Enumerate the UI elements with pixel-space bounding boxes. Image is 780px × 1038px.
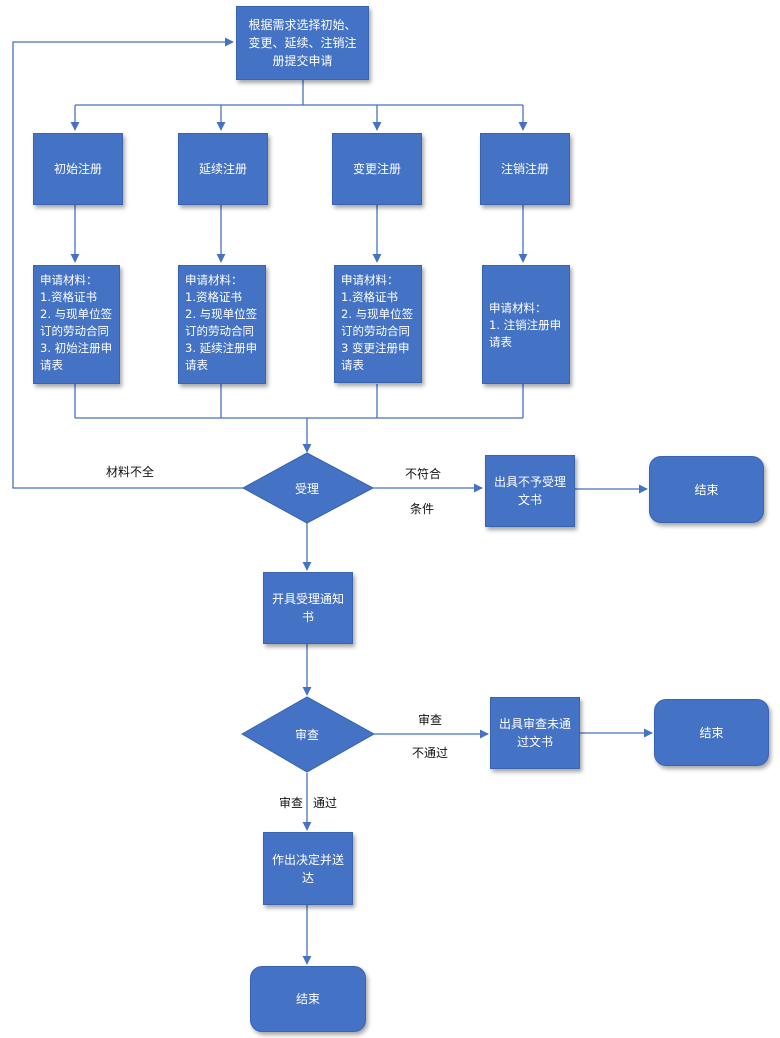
materials-line: 2. 与现单位签 [185, 307, 258, 321]
type-change-box: 变更注册 [332, 133, 422, 205]
materials-line: 1.资格证书 [341, 290, 398, 304]
materials-cancel-box: 申请材料： 1. 注销注册申 请表 [482, 265, 570, 384]
materials-line: 1.资格证书 [185, 290, 242, 304]
materials-initial-box: 申请材料： 1.资格证书 2. 与现单位签 订的劳动合同 3. 初始注册申 请表 [33, 265, 120, 384]
materials-renew-box: 申请材料： 1.资格证书 2. 与现单位签 订的劳动合同 3. 延续注册申 请表 [178, 265, 266, 384]
materials-line: 订的劳动合同 [185, 324, 254, 338]
review-diamond [240, 696, 376, 773]
end-box-3: 结束 [250, 966, 366, 1032]
end-box-2: 结束 [654, 699, 769, 766]
materials-line: 申请材料： [185, 273, 243, 287]
accept-diamond-label: 受理 [294, 481, 319, 496]
end-box-1: 结束 [649, 456, 764, 523]
accept-diamond [241, 452, 375, 524]
materials-line: 3. 初始注册申 [40, 341, 113, 355]
review-pass-label-1: 审查 [279, 796, 304, 810]
materials-line: 3. 延续注册申 [185, 341, 258, 355]
materials-line: 申请材料： [40, 273, 98, 287]
materials-line: 订的劳动合同 [341, 324, 410, 338]
decision-delivery-box: 作出决定并送 达 [263, 832, 353, 905]
materials-change-box: 申请材料： 1.资格证书 2. 与现单位签 订的劳动合同 3 变更注册申 请表 [334, 265, 422, 383]
materials-line: 订的劳动合同 [40, 324, 109, 338]
materials-line: 1. 注销注册申 [489, 318, 562, 332]
not-meet-label-1: 不符合 [405, 467, 442, 481]
materials-line: 2. 与现单位签 [341, 307, 414, 321]
review-pass-label-2: 通过 [313, 796, 338, 810]
type-initial-box: 初始注册 [33, 133, 123, 205]
submit-application-box: 根据需求选择初始、变更、延续、注销注册提交申请 [236, 6, 369, 80]
materials-line: 请表 [489, 335, 512, 349]
acceptance-notice-box: 开具受理通知 书 [263, 572, 353, 644]
materials-line: 1.资格证书 [40, 290, 97, 304]
reject-document-box: 出具不予受理 文书 [485, 455, 575, 527]
review-diamond-label: 审查 [294, 727, 319, 742]
materials-line: 3 变更注册申 [341, 341, 410, 355]
materials-line: 申请材料： [341, 273, 399, 287]
type-renew-box: 延续注册 [178, 133, 268, 205]
arrow-incomplete-loop [12, 37, 243, 489]
review-fail-label-1: 审查 [418, 713, 443, 727]
materials-line: 请表 [185, 358, 208, 372]
incomplete-materials-label: 材料不全 [106, 465, 155, 479]
review-fail-document-box: 出具审查未通 过文书 [490, 697, 580, 769]
review-fail-label-2: 不通过 [412, 746, 449, 760]
materials-line: 请表 [40, 358, 63, 372]
materials-line: 2. 与现单位签 [40, 307, 113, 321]
not-meet-label-2: 条件 [410, 502, 435, 516]
materials-line: 请表 [341, 358, 364, 372]
materials-line: 申请材料： [489, 301, 547, 315]
type-cancel-box: 注销注册 [480, 133, 570, 205]
